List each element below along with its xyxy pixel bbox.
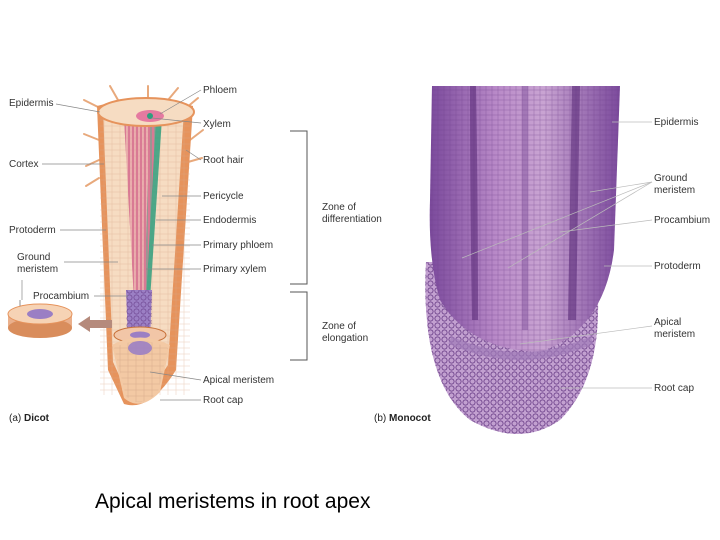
- label-endodermis: Endodermis: [203, 215, 256, 226]
- label-apical-meristem: Apical meristem: [203, 375, 274, 386]
- dicot-root-drawing: [84, 86, 203, 405]
- zone-differentiation-line1: Zone of: [322, 202, 356, 213]
- monocot-micrograph: [425, 86, 620, 434]
- label-phloem: Phloem: [203, 85, 237, 96]
- procambium-cross-section: [8, 300, 72, 338]
- mono-label-epidermis: Epidermis: [654, 117, 698, 128]
- mono-label-apical-meristem-line1: Apical: [654, 317, 681, 328]
- mono-label-apical-meristem-line2: meristem: [654, 329, 695, 340]
- panel-label-monocot: (b) Monocot: [374, 413, 431, 424]
- zone-elongation-line1: Zone of: [322, 321, 356, 332]
- label-ground-meristem-line2: meristem: [17, 264, 58, 275]
- label-protoderm: Protoderm: [9, 225, 56, 236]
- mono-label-protoderm: Protoderm: [654, 261, 701, 272]
- mono-label-procambium: Procambium: [654, 215, 710, 226]
- label-root-hair: Root hair: [203, 155, 244, 166]
- label-cortex: Cortex: [9, 159, 38, 170]
- label-pericycle: Pericycle: [203, 191, 244, 202]
- zone-brackets: [290, 131, 307, 360]
- label-epidermis: Epidermis: [9, 98, 53, 109]
- mono-label-root-cap: Root cap: [654, 383, 694, 394]
- panel-label-dicot: (a) Dicot: [9, 413, 50, 424]
- mono-label-ground-meristem-line1: Ground: [654, 173, 687, 184]
- label-root-cap: Root cap: [203, 395, 243, 406]
- label-primary-xylem: Primary xylem: [203, 264, 266, 275]
- zone-differentiation-line2: differentiation: [322, 214, 382, 225]
- label-procambium: Procambium: [33, 291, 89, 302]
- zone-elongation-line2: elongation: [322, 333, 368, 344]
- label-xylem: Xylem: [203, 119, 231, 130]
- label-primary-phloem: Primary phloem: [203, 240, 273, 251]
- figure-caption: Apical meristems in root apex: [95, 490, 370, 514]
- label-ground-meristem-line1: Ground: [17, 252, 50, 263]
- mono-label-ground-meristem-line2: meristem: [654, 185, 695, 196]
